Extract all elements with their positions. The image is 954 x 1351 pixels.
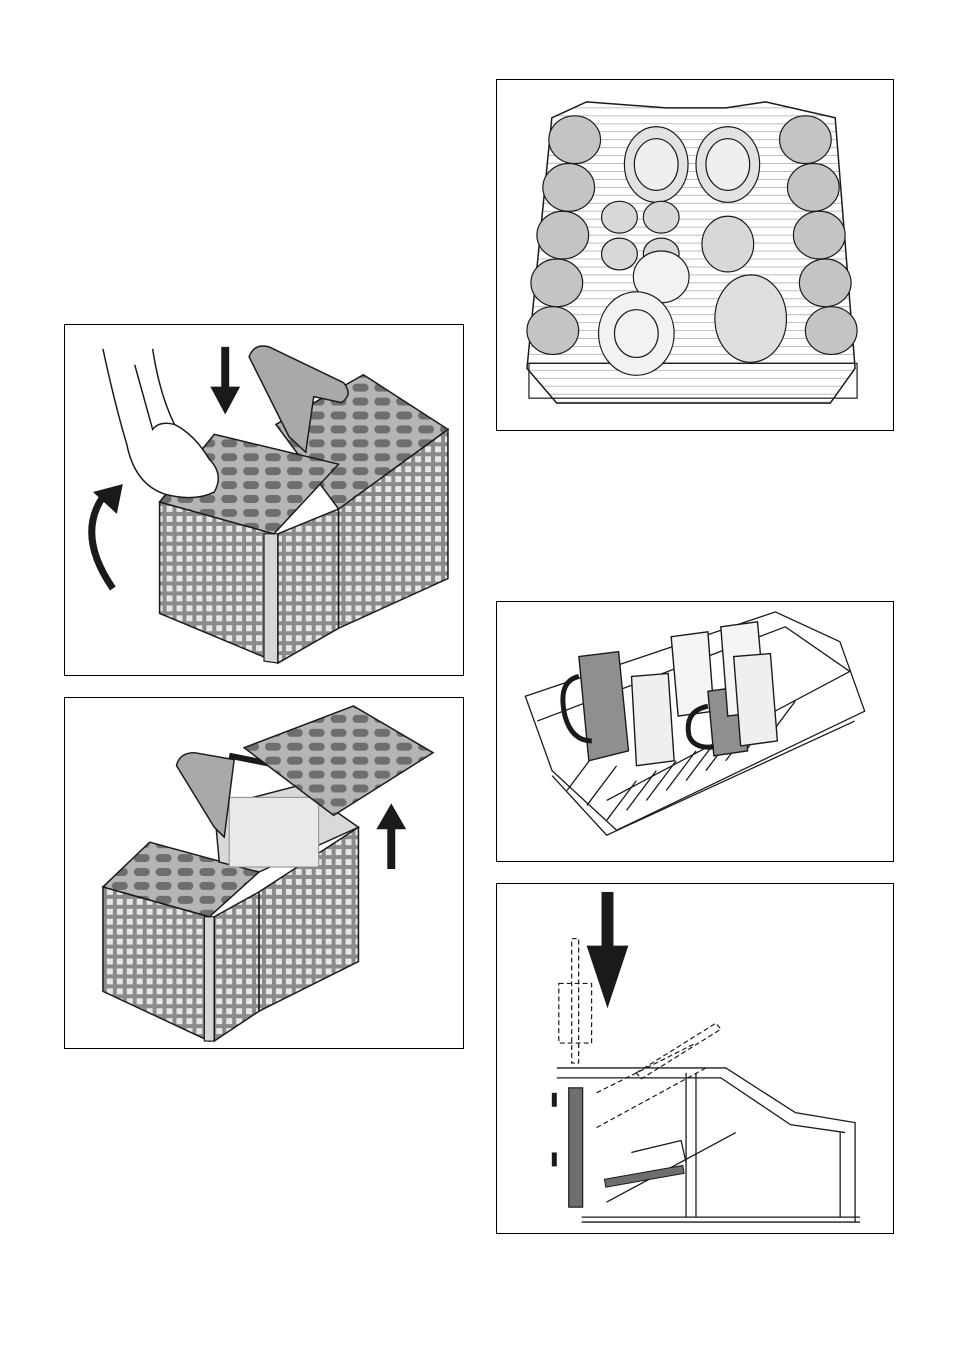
arrow-down-icon <box>587 892 629 1008</box>
mugs <box>563 622 777 766</box>
arrow-up-icon <box>376 803 406 869</box>
figure-upper-rack-loaded <box>496 79 894 431</box>
arrow-curved-up-icon <box>92 484 123 588</box>
arrow-down-icon <box>210 347 240 415</box>
figure-cup-rack-with-mugs <box>496 601 894 862</box>
cutlery-basket <box>160 346 448 663</box>
figure-rack-height-adjust <box>496 883 894 1234</box>
hand-icon <box>103 349 218 498</box>
figure-cutlery-basket-lid-open <box>64 697 464 1049</box>
figure-cutlery-basket-lid-close <box>64 324 464 676</box>
side-bracket <box>552 1088 684 1207</box>
rack-lower-position <box>557 1068 860 1222</box>
